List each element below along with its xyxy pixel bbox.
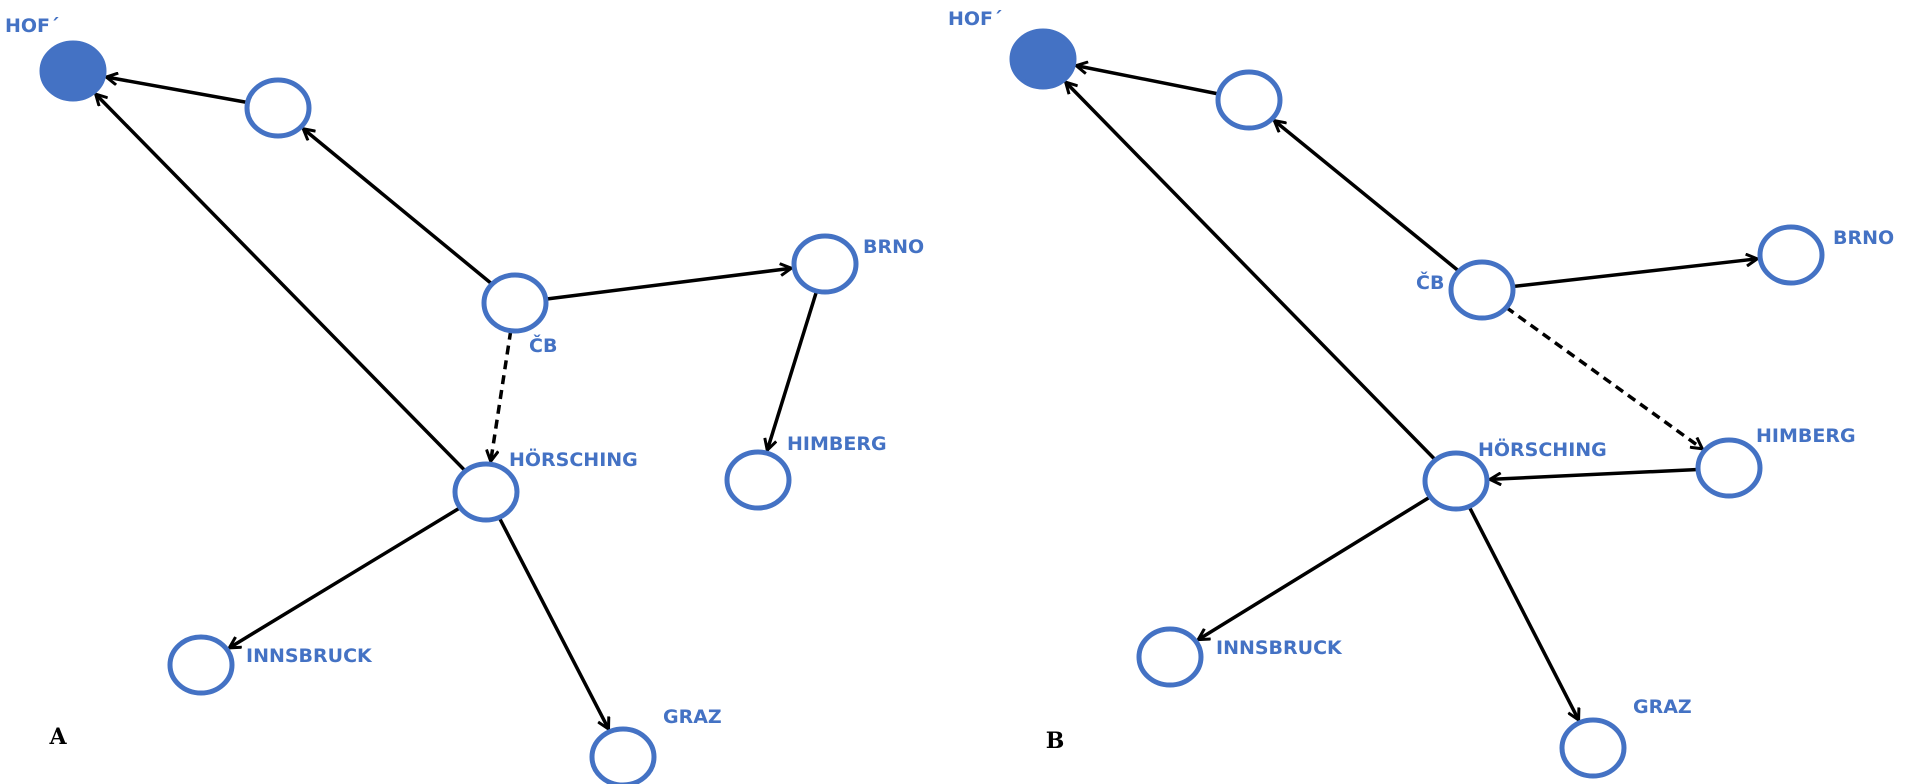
node-himberg (724, 449, 792, 511)
node-label-himberg: HIMBERG (1756, 425, 1856, 447)
edge-mid-to-hof (106, 77, 248, 105)
node-innsbruck (1136, 626, 1204, 688)
panel-a: HOF´ ČB BRNO HIMBERG HÖRSCHING INNSBRUCK GRAZ A (5, 15, 924, 784)
node-cb (1448, 259, 1516, 321)
node-hof (1009, 28, 1077, 90)
node-label-hof: HOF´ (5, 15, 60, 37)
node-graz (589, 726, 657, 784)
edge-himberg-to-horsching (1490, 467, 1699, 479)
node-label-horsching: HÖRSCHING (509, 447, 638, 471)
node-innsbruck (167, 634, 235, 696)
edge-horsching-to-graz (497, 516, 608, 729)
edge-cb-to-brno (545, 268, 792, 301)
node-cb (481, 272, 549, 334)
node-label-brno: BRNO (1833, 227, 1894, 249)
edge-cb-to-himberg-dashed (1505, 306, 1702, 448)
node-label-horsching: HÖRSCHING (1478, 437, 1607, 461)
edge-cb-to-mid (1274, 121, 1461, 273)
node-mid (244, 77, 312, 139)
node-himberg (1695, 437, 1763, 499)
edge-mid-to-hof (1076, 66, 1220, 96)
edge-cb-to-mid (303, 129, 494, 286)
node-label-innsbruck: INNSBRUCK (246, 645, 373, 667)
node-label-hof: HOF´ (948, 8, 1003, 30)
node-horsching (452, 461, 520, 523)
panel-label-b: B (1046, 728, 1065, 754)
node-graz (1559, 717, 1627, 779)
edge-horsching-to-innsbruck (229, 506, 462, 648)
edge-horsching-to-innsbruck (1198, 495, 1432, 640)
node-hof (39, 40, 107, 102)
node-label-himberg: HIMBERG (787, 433, 887, 455)
node-label-graz: GRAZ (663, 706, 722, 728)
node-label-cb: ČB (529, 333, 557, 357)
panel-label-a: A (48, 724, 67, 750)
panel-b: HOF´ ČB BRNO HIMBERG HÖRSCHING INNSBRUCK GRAZ B (948, 8, 1894, 779)
node-horsching (1422, 450, 1490, 512)
edge-cb-to-horsching-dashed (491, 330, 513, 462)
node-label-graz: GRAZ (1633, 696, 1692, 718)
node-label-innsbruck: INNSBRUCK (1216, 637, 1343, 659)
node-label-brno: BRNO (863, 236, 924, 258)
edge-cb-to-brno (1512, 259, 1758, 289)
edge-brno-to-himberg (767, 290, 819, 450)
edge-horsching-to-hof (1066, 82, 1437, 462)
node-mid (1215, 69, 1283, 131)
node-label-cb: ČB (1416, 270, 1444, 294)
edge-horsching-to-graz (1467, 505, 1579, 720)
node-brno (1757, 224, 1825, 286)
node-brno (791, 233, 859, 295)
edge-horsching-to-hof (96, 94, 467, 473)
